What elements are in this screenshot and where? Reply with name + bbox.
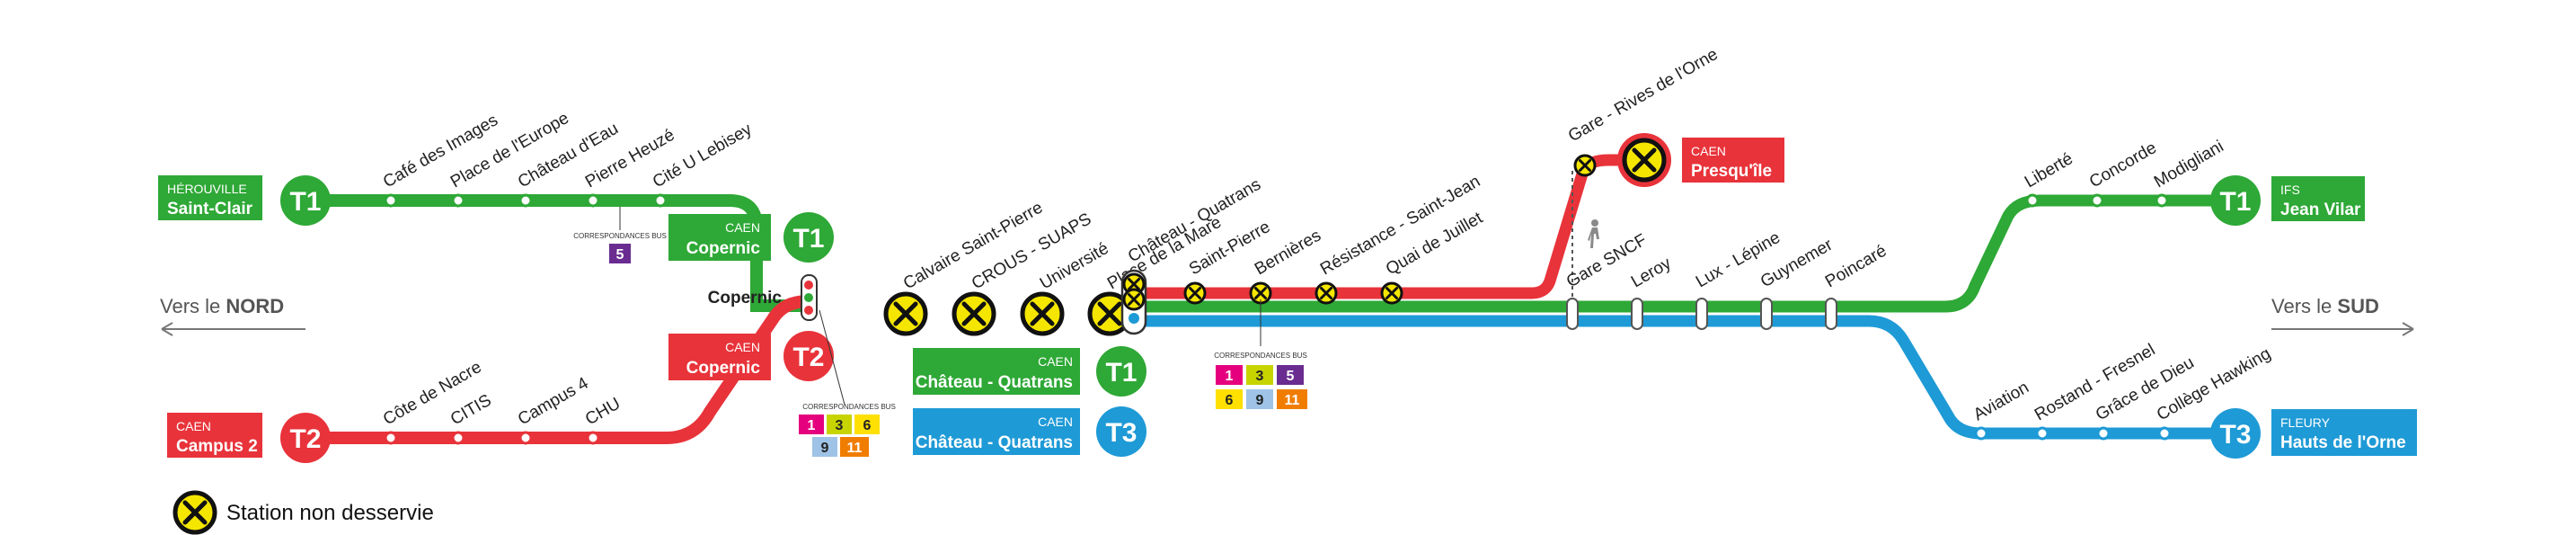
terminal-t3-fleury[interactable]: T3 FLEURY Hauts de l'Orne [2210,408,2417,459]
correspondances-copernic: CORRESPONDANCES BUS 1 3 6 9 11 [799,309,896,457]
svg-text:Saint-Clair: Saint-Clair [167,200,253,218]
pedestrian-icon [1588,219,1599,248]
station-label: Modigliani [2151,137,2227,192]
svg-text:3: 3 [836,418,844,433]
svg-text:6: 6 [863,418,872,433]
svg-text:11: 11 [847,441,863,456]
svg-text:1: 1 [808,418,816,433]
station-label: Place de l'Europe [447,109,572,192]
closed-station-icon [954,294,994,334]
svg-text:CAEN: CAEN [176,419,211,433]
svg-text:Gare - Rives de l'Orne: Gare - Rives de l'Orne [1565,45,1722,146]
station-chateau-quatrans-marker[interactable] [1120,269,1147,335]
legend-label: Station non desservie [226,501,434,525]
direction-north: Vers le NORD [160,295,305,336]
svg-text:Château - Quatrans: Château - Quatrans [916,373,1073,392]
correspondances-chateau: CORRESPONDANCES BUS 1 3 5 6 9 11 [1214,299,1307,409]
svg-text:CORRESPONDANCES BUS: CORRESPONDANCES BUS [1214,352,1307,360]
t2-north-line [305,295,810,444]
station-chateau-quatrans[interactable]: Château - Quatrans [1125,175,1264,267]
station-label: CHU [582,395,624,430]
terminal-t1-herouville[interactable]: HÉROUVILLE Saint-Clair T1 [158,175,331,226]
station-label: Campus 4 [515,374,592,430]
station-label: Collège Hawking [2154,344,2274,424]
legend: Station non desservie [175,493,434,532]
station-label: CITIS [447,391,495,429]
svg-text:Copernic: Copernic [686,359,761,378]
svg-text:CAEN: CAEN [725,340,760,354]
svg-text:6: 6 [1226,393,1234,408]
closed-station-icon [1022,294,1062,334]
svg-text:CAEN: CAEN [725,220,760,235]
svg-text:T3: T3 [1105,418,1137,448]
svg-text:5: 5 [1287,369,1295,384]
svg-text:3: 3 [1256,369,1264,384]
closed-station-icon [1380,281,1403,305]
terminal-t1-copernic[interactable]: CAEN Copernic T1 [668,212,834,263]
station-label: Château - Quatrans [1125,175,1264,267]
svg-text:CAEN: CAEN [1038,415,1073,429]
svg-text:1: 1 [1226,369,1234,384]
svg-text:Campus 2: Campus 2 [176,437,258,456]
svg-text:9: 9 [821,441,829,456]
terminal-t3-chateau[interactable]: CAEN Château - Quatrans T3 [913,406,1146,457]
closed-station-icon [175,493,215,532]
terminal-presquile[interactable]: CAEN Presqu'île [1617,133,1784,187]
t3-south-line [1134,315,2235,440]
svg-text:Copernic: Copernic [686,239,761,258]
svg-text:CAEN: CAEN [1038,354,1073,369]
svg-text:Hauts de l'Orne: Hauts de l'Orne [2280,433,2406,452]
svg-text:T2: T2 [792,343,824,372]
direction-south: Vers le SUD [2271,295,2414,336]
svg-text:IFS: IFS [2280,183,2300,197]
svg-text:Vers le NORD: Vers le NORD [160,295,284,317]
station-copernic[interactable]: Copernic [708,274,818,321]
terminal-t2-campus2[interactable]: CAEN Campus 2 T2 [167,413,331,463]
svg-text:CORRESPONDANCES BUS: CORRESPONDANCES BUS [802,403,896,411]
svg-text:CAEN: CAEN [1691,144,1726,158]
station-label: Café des Images [380,111,501,192]
svg-text:T1: T1 [792,224,824,254]
svg-text:11: 11 [1285,393,1300,408]
t2-trunk-line [1134,154,1635,299]
svg-text:Château - Quatrans: Château - Quatrans [916,433,1073,452]
terminal-t1-ifs[interactable]: T1 IFS Jean Vilar [2210,175,2365,226]
svg-text:Jean Vilar: Jean Vilar [2280,201,2361,219]
svg-text:Presqu'île: Presqu'île [1691,162,1772,181]
svg-text:5: 5 [616,247,624,263]
station-label: Leroy [1628,254,1675,291]
svg-text:Vers le SUD: Vers le SUD [2271,295,2379,317]
svg-text:Copernic: Copernic [708,289,783,308]
svg-text:T1: T1 [2219,187,2251,217]
closed-station-icon [1183,281,1207,305]
svg-text:CORRESPONDANCES BUS: CORRESPONDANCES BUS [573,232,667,240]
station-label: Aviation [1970,379,2032,425]
svg-text:HÉROUVILLE: HÉROUVILLE [167,182,247,196]
closed-station-icon [886,294,925,334]
svg-text:FLEURY: FLEURY [2280,415,2331,430]
station-label: Concorde [2086,138,2160,192]
svg-text:T1: T1 [289,187,321,217]
svg-text:T3: T3 [2219,420,2251,450]
svg-text:T2: T2 [289,424,321,454]
station-label: Liberté [2022,149,2076,192]
svg-text:9: 9 [1256,393,1264,408]
correspondances-cite-u: CORRESPONDANCES BUS 5 [573,207,667,263]
closed-station-icon [1315,281,1338,305]
terminal-t1-chateau[interactable]: CAEN Château - Quatrans T1 [913,346,1146,397]
terminal-t2-copernic[interactable]: CAEN Copernic T2 [668,331,834,381]
svg-text:T1: T1 [1105,358,1137,388]
